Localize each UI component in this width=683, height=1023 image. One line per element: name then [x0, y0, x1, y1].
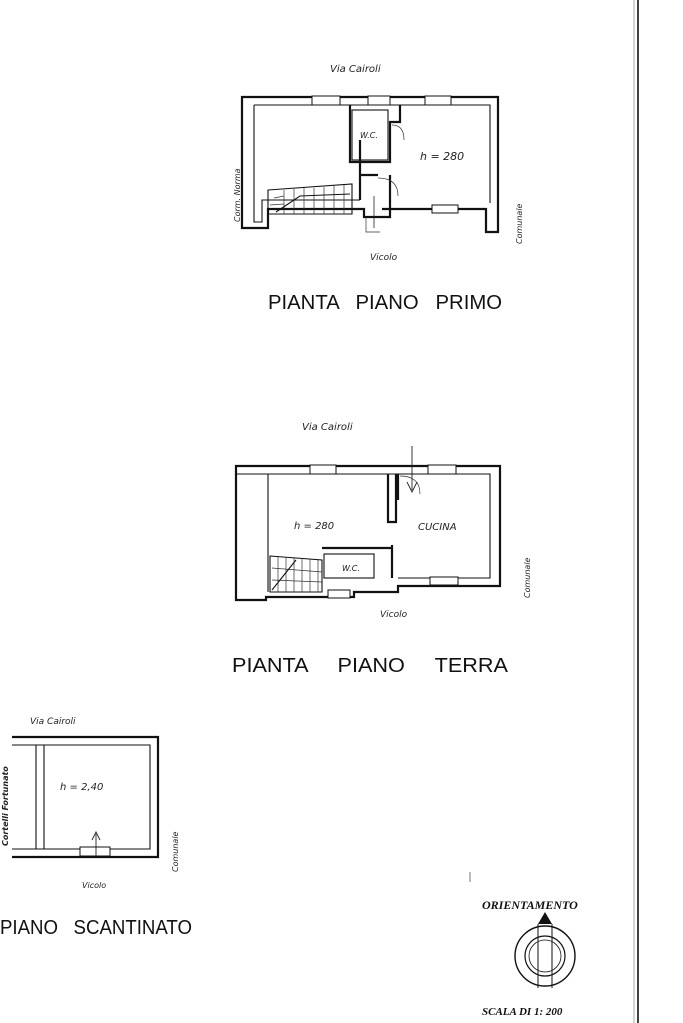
primo-outer-wall [240, 95, 500, 234]
terra-entry-arrowhead [406, 481, 418, 494]
terra-stairs [269, 555, 323, 593]
terra-door [399, 475, 421, 495]
primo-wc-room [351, 109, 389, 161]
terra-window-top-1 [309, 464, 337, 475]
primo-partition [348, 105, 402, 211]
scantinato-side-right: Comunale [171, 831, 180, 872]
compass-rose [514, 912, 576, 988]
orientation-label: ORIENTAMENTO [482, 898, 578, 912]
primo-door-1 [377, 177, 399, 197]
scale-label: SCALA DI 1: 200 [482, 1006, 563, 1018]
orientation-block: ORIENTAMENTO SCALA DI 1: 200 [469, 872, 578, 1018]
terra-outer-wall [234, 464, 502, 602]
scantinato-street-bottom: Vicolo [82, 881, 106, 890]
scantinato-title: PIANO SCANTINATO [0, 917, 192, 939]
terra-street-top: Via Cairoli [302, 422, 353, 433]
terra-window-bottom-1 [429, 576, 459, 586]
plan-piano-primo: Via Cairoli W.C. h = 280 Corm. Norma Com… [233, 64, 524, 314]
scantinato-outer-wall [12, 735, 160, 859]
terra-title: PIANTA PIANO TERRA [232, 655, 509, 677]
plan-piano-scantinato: Via Cairoli h = 2,40 Cortelli Fortunato … [0, 717, 192, 939]
primo-side-left: Corm. Norma [233, 168, 242, 222]
scantinato-height-label: h = 2,40 [60, 782, 103, 793]
terra-inner-wall [236, 473, 491, 592]
primo-window-top-2 [367, 95, 391, 106]
primo-window-bottom-1 [431, 204, 459, 214]
scantinato-window-bottom [79, 846, 111, 857]
terra-kitchen-label: CUCINA [418, 522, 457, 533]
primo-inner-wall [253, 104, 491, 223]
scantinato-street-top: Via Cairoli [30, 717, 76, 727]
scantinato-arrowhead [91, 830, 101, 841]
plan-piano-terra: Via Cairoli W.C. h = 280 CUCINA Comunale… [232, 422, 532, 677]
primo-height-label: h = 280 [420, 150, 464, 163]
primo-door-bottom [365, 217, 380, 233]
terra-partition [322, 474, 400, 578]
primo-window-top-1 [311, 95, 341, 106]
primo-street-top: Via Cairoli [330, 64, 381, 75]
terra-height-label: h = 280 [294, 521, 334, 532]
terra-wc-room [323, 553, 375, 579]
primo-street-bottom: Vicolo [370, 253, 398, 263]
primo-title: PIANTA PIANO PRIMO [268, 292, 502, 314]
primo-door-2 [391, 124, 405, 141]
terra-wc-label: W.C. [342, 564, 360, 573]
scantinato-side-left: Cortelli Fortunato [1, 766, 10, 846]
terra-street-bottom: Vicolo [380, 610, 408, 620]
primo-wc-label: W.C. [360, 131, 378, 140]
terra-window-bottom-2 [327, 589, 351, 599]
primo-window-top-3 [424, 95, 452, 106]
terra-side-right: Comunale [523, 557, 532, 598]
terra-window-top-2 [427, 464, 457, 475]
scantinato-inner-wall [12, 744, 151, 850]
primo-side-right: Comunale [515, 203, 524, 244]
primo-stairs [267, 183, 353, 215]
